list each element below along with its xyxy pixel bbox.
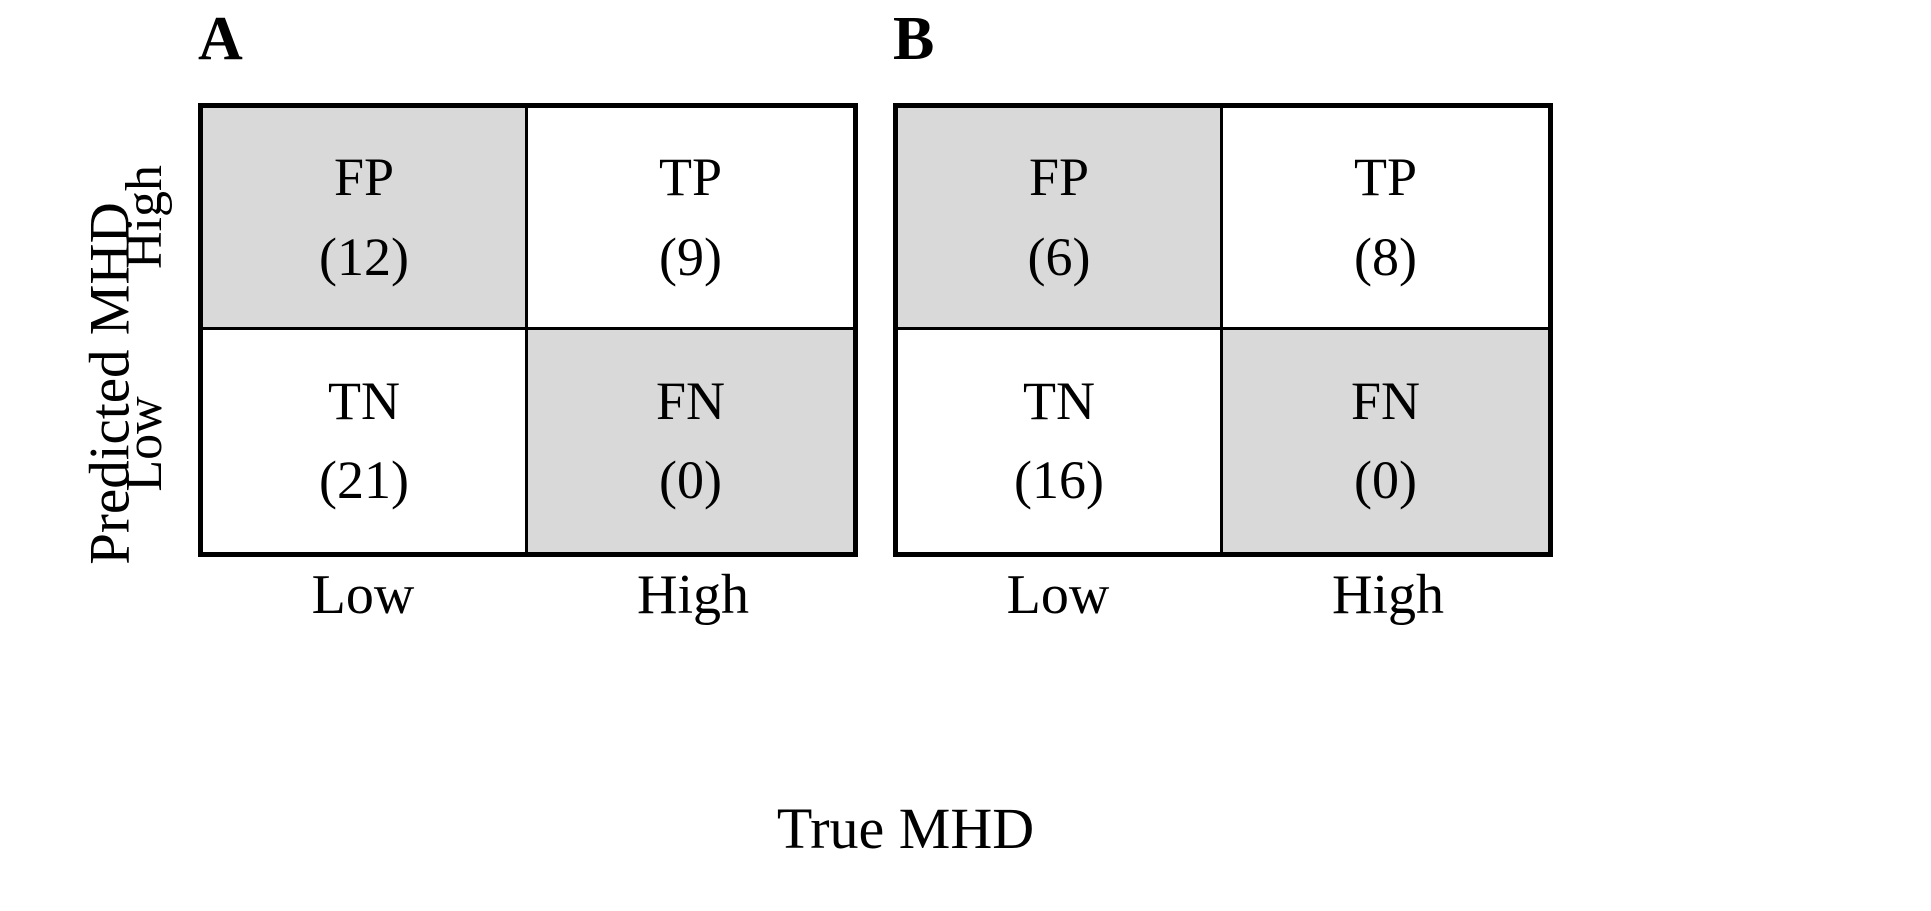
cell-b-tn-label: TN: [1023, 370, 1095, 431]
panel-a-x-tick-high: High: [637, 564, 749, 626]
cell-a-fp: FP (12): [203, 108, 528, 330]
cell-a-fn-value: (0): [659, 450, 722, 510]
y-tick-low-label: Low: [116, 395, 173, 492]
cell-b-tn: TN (16): [898, 330, 1223, 552]
cell-a-tn-label: TN: [328, 370, 400, 431]
cell-a-tn: TN (21): [203, 330, 528, 552]
panel-b-x-tick-labels: Low High: [893, 566, 1553, 662]
cell-a-tp: TP (9): [528, 108, 853, 330]
cell-b-tp: TP (8): [1223, 108, 1548, 330]
panel-b-letter: B: [893, 5, 935, 73]
cell-b-tn-value: (16): [1014, 450, 1104, 510]
panel-b-matrix: FP (6) TP (8) TN (16) FN (0): [893, 103, 1553, 557]
cell-b-fp-label: FP: [1028, 147, 1090, 208]
x-axis-title: True MHD: [0, 800, 1931, 858]
cell-b-tp-value: (8): [1354, 226, 1417, 287]
panel-b-x-tick-high: High: [1332, 564, 1444, 626]
y-axis-tick-labels: High Low: [110, 103, 180, 557]
cell-a-tp-label: TP: [658, 147, 723, 208]
cell-a-fn: FN (0): [528, 330, 853, 552]
cell-b-fn: FN (0): [1223, 330, 1548, 552]
y-tick-high-label: High: [116, 164, 173, 269]
cell-a-tp-value: (9): [659, 226, 722, 287]
cell-b-tp-label: TP: [1353, 147, 1418, 208]
cell-b-fp: FP (6): [898, 108, 1223, 330]
y-tick-high: High: [110, 103, 180, 330]
panel-a-x-tick-low: Low: [311, 564, 415, 626]
cell-b-fn-label: FN: [1350, 370, 1421, 431]
panel-a-x-tick-labels: Low High: [198, 566, 858, 662]
x-axis-title-text: True MHD: [776, 796, 1035, 861]
cell-a-fn-label: FN: [655, 370, 726, 431]
cell-b-fn-value: (0): [1354, 450, 1417, 510]
panel-a-matrix: FP (12) TP (9) TN (21) FN (0): [198, 103, 858, 557]
cell-a-fp-value: (12): [319, 226, 409, 287]
panel-b-x-tick-low: Low: [1006, 564, 1110, 626]
cell-a-tn-value: (21): [319, 450, 409, 510]
y-tick-low: Low: [110, 330, 180, 557]
cell-b-fp-value: (6): [1027, 226, 1091, 287]
cell-a-fp-label: FP: [333, 147, 395, 208]
panel-a-letter: A: [198, 5, 243, 73]
